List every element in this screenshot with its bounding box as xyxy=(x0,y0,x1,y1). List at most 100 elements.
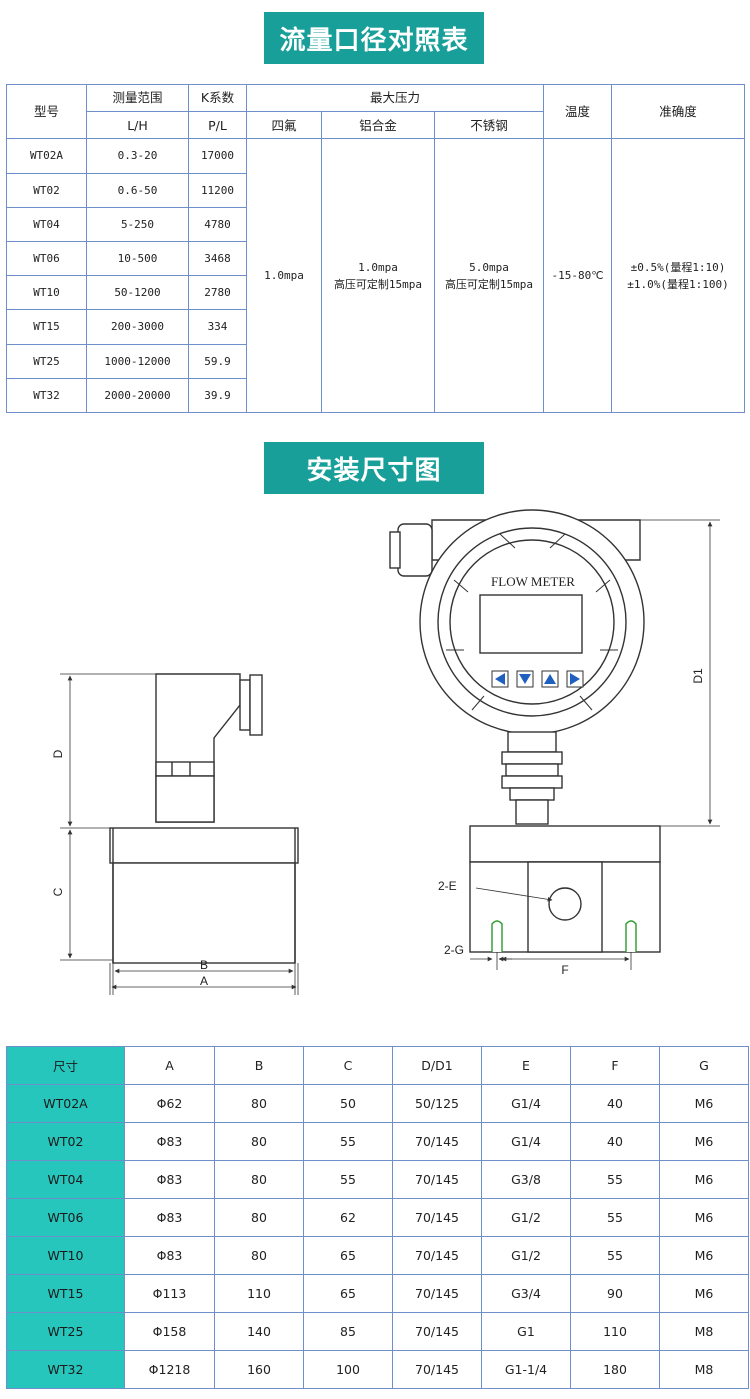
dim-cell: 70/145 xyxy=(392,1198,482,1237)
dim-cell: G3/8 xyxy=(481,1160,571,1199)
cell-range: 10-500 xyxy=(86,240,189,277)
table-row: WT06 10-500 3468 xyxy=(6,240,745,277)
dim-cell: 70/145 xyxy=(392,1160,482,1199)
down-arrow-icon xyxy=(519,674,531,684)
dim-header-cell: D/D1 xyxy=(392,1046,482,1085)
cell-model: WT25 xyxy=(6,343,87,379)
dim-cell: Φ83 xyxy=(124,1122,215,1161)
cell-model: WT02A xyxy=(6,138,87,174)
header-pressure-al: 铝合金 xyxy=(321,111,435,140)
cell-range: 200-3000 xyxy=(86,309,189,345)
dim-cell: Φ62 xyxy=(124,1084,215,1123)
dim-cell: WT25 xyxy=(6,1312,125,1351)
dim-cell: 70/145 xyxy=(392,1122,482,1161)
cell-range: 50-1200 xyxy=(86,275,189,311)
dim-cell: 62 xyxy=(303,1198,393,1237)
dim-cell: 140 xyxy=(214,1312,304,1351)
dim-cell: 80 xyxy=(214,1084,304,1123)
label-b: B xyxy=(200,958,208,972)
panel-text: FLOW METER xyxy=(491,574,575,589)
dim-cell: M6 xyxy=(659,1198,749,1237)
cell-pressure-ss: 5.0mpa 高压可定制15mpa xyxy=(433,138,545,413)
cell-range: 0.3-20 xyxy=(86,138,189,174)
dim-cell: WT02 xyxy=(6,1122,125,1161)
dim-cell: G1-1/4 xyxy=(481,1350,571,1389)
dim-cell: 80 xyxy=(214,1122,304,1161)
up-arrow-icon xyxy=(544,674,556,684)
dim-cell: 85 xyxy=(303,1312,393,1351)
header-range: 测量范围 xyxy=(86,83,189,113)
dim-cell: 80 xyxy=(214,1160,304,1199)
cell-model: WT32 xyxy=(6,377,87,414)
cell-accuracy: ±0.5%(量程1:10) ±1.0%(量程1:100) xyxy=(611,138,746,413)
dim-cell: 80 xyxy=(214,1198,304,1237)
label-e: 2-E xyxy=(438,879,457,893)
cell-model: WT15 xyxy=(6,309,87,345)
header-pressure: 最大压力 xyxy=(245,83,545,113)
cell-range: 2000-20000 xyxy=(86,377,189,414)
dim-cell: 110 xyxy=(214,1274,304,1313)
table-row: WT10 Φ83 80 65 70/145 G1/2 55 M6 xyxy=(6,1236,749,1275)
cell-model: WT02 xyxy=(6,172,87,208)
pressure-al-line2: 高压可定制15mpa xyxy=(333,277,423,291)
dimension-table: 尺寸 A B C D/D1 E F G WT02A Φ62 80 50 50/1… xyxy=(6,1046,749,1389)
dim-cell: Φ83 xyxy=(124,1160,215,1199)
cell-temp: -15-80℃ xyxy=(543,138,613,413)
cell-model: WT06 xyxy=(6,240,87,277)
header-k-unit: P/L xyxy=(188,111,247,140)
dim-header-cell: C xyxy=(303,1046,393,1085)
header-pressure-ss: 不锈钢 xyxy=(433,111,545,140)
dim-cell: 55 xyxy=(303,1122,393,1161)
dim-cell: 65 xyxy=(303,1236,393,1275)
pressure-ss-line1: 5.0mpa xyxy=(469,260,509,274)
flow-spec-table: 型号 测量范围 K系数 最大压力 温度 准确度 L/H P/L 四氟 铝合金 不… xyxy=(6,83,746,414)
cell-range: 1000-12000 xyxy=(86,343,189,379)
dim-cell: M6 xyxy=(659,1084,749,1123)
dim-cell: 50 xyxy=(303,1084,393,1123)
table-row: WT10 50-1200 2780 xyxy=(6,275,745,311)
dim-cell: 55 xyxy=(570,1160,660,1199)
keypad xyxy=(491,670,584,688)
dim-cell: Φ83 xyxy=(124,1236,215,1275)
header-temp: 温度 xyxy=(543,83,613,140)
dim-cell: 55 xyxy=(303,1160,393,1199)
dim-cell: Φ113 xyxy=(124,1274,215,1313)
table-row: WT02 Φ83 80 55 70/145 G1/4 40 M6 xyxy=(6,1122,749,1161)
dim-cell: G1/2 xyxy=(481,1198,571,1237)
flow-table-title: 流量口径对照表 xyxy=(264,12,484,64)
dim-header-cell: B xyxy=(214,1046,304,1085)
cell-k: 11200 xyxy=(188,172,247,208)
cell-pressure-al: 1.0mpa 高压可定制15mpa xyxy=(321,138,435,413)
dim-cell: 70/145 xyxy=(392,1274,482,1313)
dim-cell: G1/2 xyxy=(481,1236,571,1275)
dim-cell: 55 xyxy=(570,1198,660,1237)
dim-cell: Φ1218 xyxy=(124,1350,215,1389)
front-view xyxy=(389,509,661,953)
table-row: WT15 200-3000 334 xyxy=(6,309,745,345)
header-range-unit: L/H xyxy=(86,111,189,140)
cell-range: 5-250 xyxy=(86,206,189,242)
cell-model: WT04 xyxy=(6,206,87,242)
dim-cell: M6 xyxy=(659,1236,749,1275)
dim-header-cell: G xyxy=(659,1046,749,1085)
accuracy-line1: ±0.5%(量程1:10) xyxy=(630,260,726,274)
cell-k: 39.9 xyxy=(188,377,247,414)
dim-header-cell: E xyxy=(481,1046,571,1085)
cell-k: 3468 xyxy=(188,240,247,277)
dim-cell: M8 xyxy=(659,1350,749,1389)
dim-header-cell: A xyxy=(124,1046,215,1085)
dim-cell: WT04 xyxy=(6,1160,125,1199)
dim-cell: 80 xyxy=(214,1236,304,1275)
dim-cell: 55 xyxy=(570,1236,660,1275)
dim-header-cell: 尺寸 xyxy=(6,1046,125,1085)
dim-cell: 100 xyxy=(303,1350,393,1389)
table-row: WT02 0.6-50 11200 xyxy=(6,172,745,208)
header-model: 型号 xyxy=(6,83,87,140)
dim-cell: WT02A xyxy=(6,1084,125,1123)
label-d: D xyxy=(51,749,65,758)
label-f: F xyxy=(561,963,568,977)
dim-cell: G1/4 xyxy=(481,1122,571,1161)
install-title: 安装尺寸图 xyxy=(264,442,484,494)
pressure-al-line1: 1.0mpa xyxy=(358,260,398,274)
table-row: WT02A 0.3-20 17000 1.0mpa 1.0mpa 高压可定制15… xyxy=(6,138,746,413)
